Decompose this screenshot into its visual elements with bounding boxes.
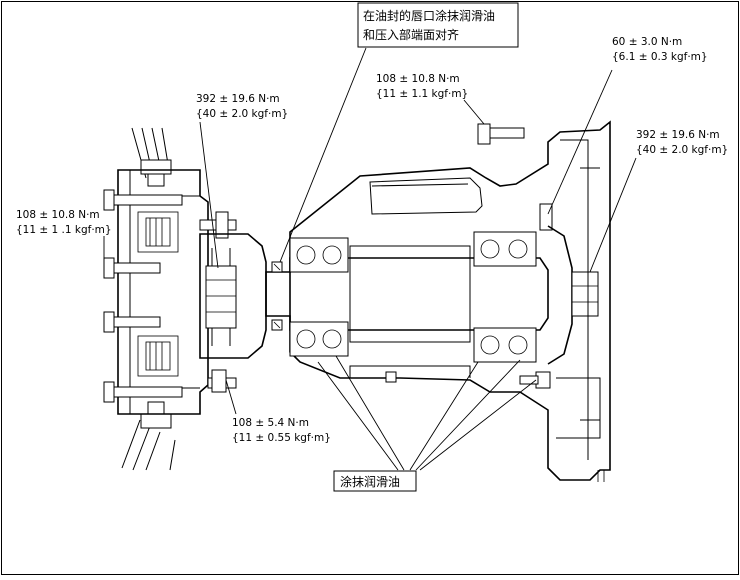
torque-top-mid-kgf: {11 ± 1.1 kgf·m} [376, 88, 468, 100]
oil-seal-note-line2: 和压入部端面对齐 [363, 27, 459, 42]
lubricant-note-box [333, 470, 417, 492]
lubricant-note: 涂抹润滑油 [340, 474, 400, 489]
oil-seal-note-box [357, 2, 519, 48]
torque-hub-nm: 392 ± 19.6 N·m [196, 93, 280, 105]
torque-left-upper-nm: 108 ± 10.8 N·m [16, 209, 100, 221]
torque-bottom-kgf: {11 ± 0.55 kgf·m} [232, 432, 331, 444]
torque-hub-kgf: {40 ± 2.0 kgf·m} [196, 108, 288, 120]
torque-right-kgf: {40 ± 2.0 kgf·m} [636, 144, 728, 156]
hub-nut [199, 233, 267, 359]
wheel-disc-assembly [103, 127, 237, 471]
bearing-housing [265, 120, 611, 482]
torque-bottom-nm: 108 ± 5.4 N·m [232, 417, 309, 429]
torque-top-mid-nm: 108 ± 10.8 N·m [376, 73, 460, 85]
left-bearing [289, 237, 349, 357]
oil-seal [271, 261, 283, 331]
torque-right-nm: 392 ± 19.6 N·m [636, 129, 720, 141]
torque-left-upper-kgf: {11 ± 1 .1 kgf·m} [16, 224, 112, 236]
torque-top-right-kgf: {6.1 ± 0.3 kgf·m} [612, 51, 708, 63]
housing-top-bolt [477, 123, 525, 145]
shaft-end-nut [571, 271, 599, 317]
right-bearing [473, 231, 537, 363]
torque-callouts: 在油封的唇口涂抹润滑油 和压入部端面对齐 涂抹润滑油 108 ± 10.8 N·… [16, 2, 728, 492]
hub-stud-bolts [103, 189, 183, 403]
torque-top-right-nm: 60 ± 3.0 N·m [612, 36, 682, 48]
leader-lines [103, 47, 637, 471]
oil-seal-note-line1: 在油封的唇口涂抹润滑油 [363, 8, 495, 23]
